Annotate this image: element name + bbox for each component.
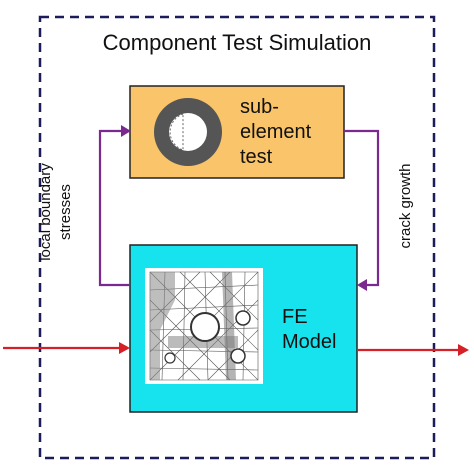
left-label-line1: local boundary: [37, 163, 54, 261]
fe-model-label: FE Model: [282, 305, 352, 355]
subelement-test-label: sub- element test: [240, 95, 330, 170]
output-arrow: [357, 344, 469, 356]
subelement-label-line2: element: [240, 121, 312, 143]
subelement-label-line3: test: [240, 146, 273, 168]
left-label-line2: stresses: [57, 184, 74, 240]
diagram-title: Component Test Simulation: [102, 30, 372, 55]
crack-growth-label: crack growth: [397, 163, 414, 249]
subelement-label-line1: sub-: [240, 96, 279, 118]
ring-specimen-icon: [154, 98, 222, 166]
crack-growth-arrow: [344, 129, 380, 291]
fe-mesh-image: [145, 268, 263, 384]
local-boundary-stresses-arrow: [98, 125, 131, 287]
fe-label-line2: Model: [282, 331, 337, 353]
input-arrow: [3, 342, 130, 354]
local-boundary-stresses-label: local boundary stresses: [36, 132, 80, 292]
simulation-boundary: [38, 15, 436, 460]
fe-label-line1: FE: [282, 306, 308, 328]
